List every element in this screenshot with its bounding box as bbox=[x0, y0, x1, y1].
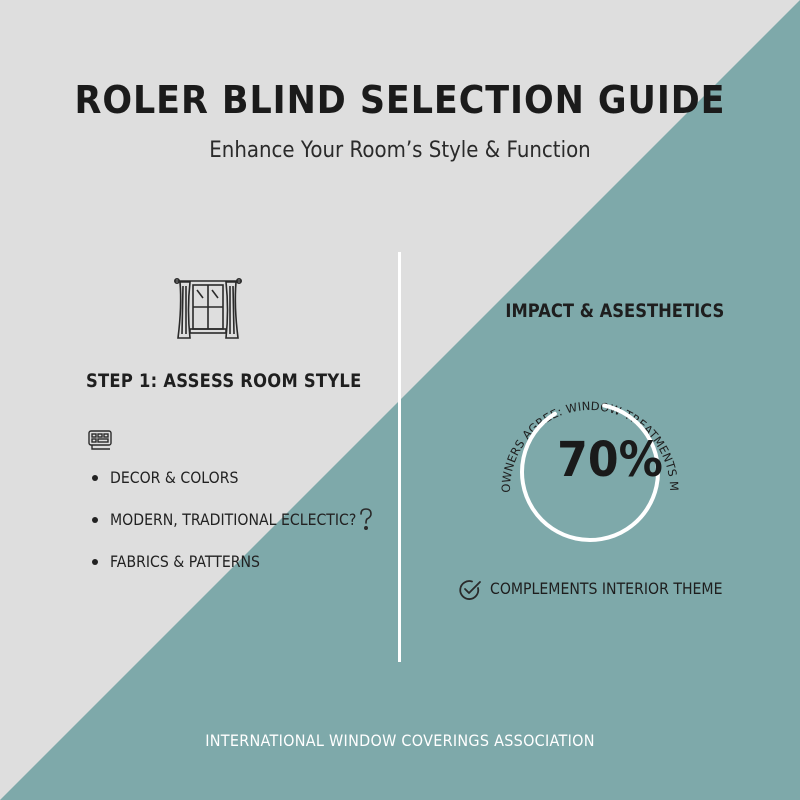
list-item: MODERN, TRADITIONAL ECLECTIC? bbox=[88, 506, 390, 548]
palette-icon bbox=[88, 430, 112, 450]
page-title: ROLER BLIND SELECTION GUIDE bbox=[74, 78, 726, 122]
check-label: COMPLEMENTS INTERIOR THEME bbox=[490, 579, 723, 598]
list-item-label: FABRICS & PATTERNS bbox=[110, 552, 260, 571]
window-curtain-icon bbox=[173, 277, 242, 339]
page-subtitle: Enhance Your Room’s Style & Function bbox=[209, 138, 591, 163]
style-checklist: DECOR & COLORS MODERN, TRADITIONAL ECLEC… bbox=[88, 464, 390, 590]
bullet-dot bbox=[92, 475, 98, 481]
check-badge-icon bbox=[459, 580, 481, 600]
impact-title: IMPACT & ASESTHETICS bbox=[505, 300, 725, 322]
list-item-label: DECOR & COLORS bbox=[110, 468, 239, 487]
question-icon bbox=[360, 508, 372, 530]
bullet-dot bbox=[92, 559, 98, 565]
column-divider bbox=[398, 252, 401, 662]
list-item-label: MODERN, TRADITIONAL ECLECTIC? bbox=[110, 510, 357, 529]
bullet-dot bbox=[92, 517, 98, 523]
list-item: FABRICS & PATTERNS bbox=[88, 548, 390, 590]
list-item: DECOR & COLORS bbox=[88, 464, 390, 506]
stat-value: 70% bbox=[557, 432, 663, 488]
progress-ring bbox=[520, 402, 660, 542]
step-title: STEP 1: ASSESS ROOM STYLE bbox=[86, 370, 362, 392]
stat-ring: HOMEOWNERS AGREE: WINDOW TREATMENTS MATT… bbox=[470, 360, 681, 542]
footer-source: INTERNATIONAL WINDOW COVERINGS ASSOCIATI… bbox=[205, 731, 595, 750]
